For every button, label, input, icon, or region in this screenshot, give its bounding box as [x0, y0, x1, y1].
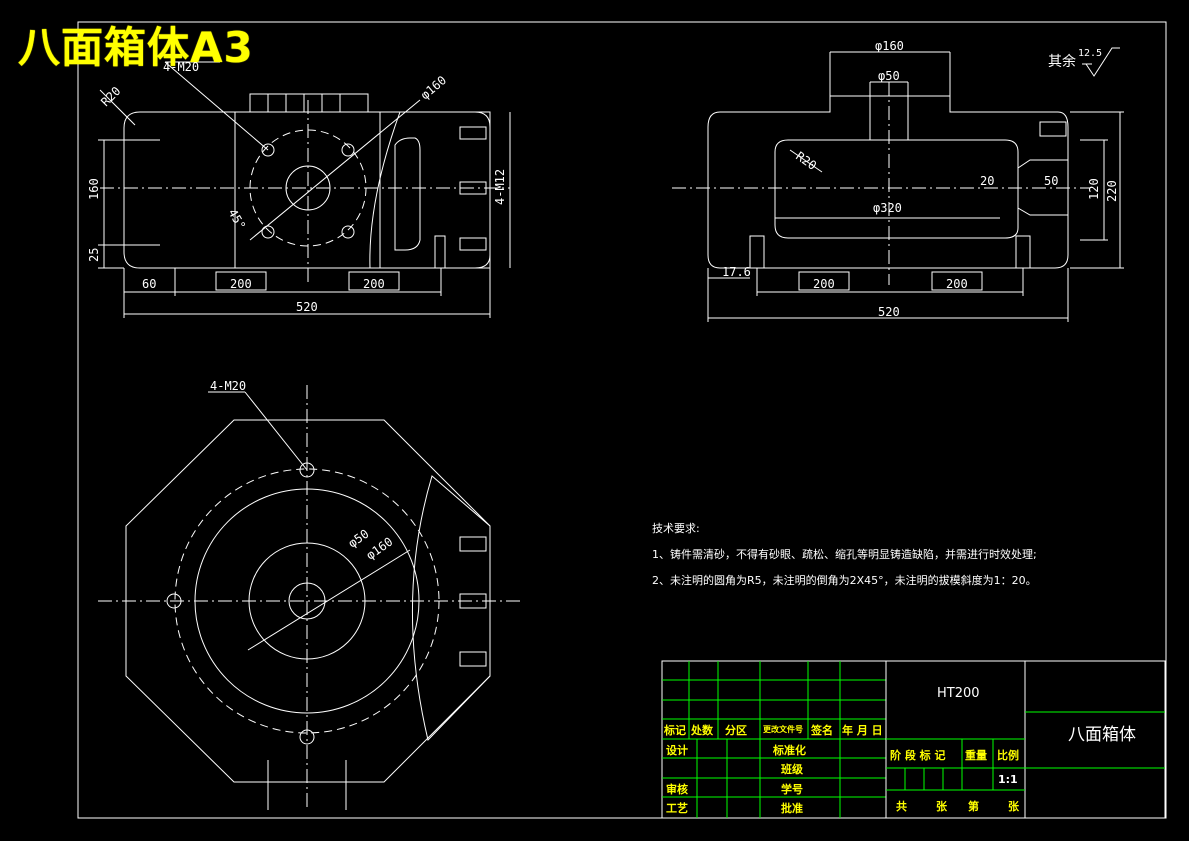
tb-h-sign: 签名: [811, 724, 833, 737]
tb-sheet-no: 第: [968, 800, 979, 813]
side-w200a: 200: [813, 277, 835, 291]
tb-scale: 1:1: [998, 773, 1018, 786]
tb-sheets-unit2: 张: [1008, 800, 1019, 813]
tb-part-name: 八面箱体: [1068, 725, 1136, 745]
side-d17: 17.6: [722, 265, 751, 279]
front-h160: 160: [87, 178, 101, 200]
front-h25: 25: [87, 248, 101, 262]
front-r20: R20: [98, 84, 123, 109]
front-w200a: 200: [230, 277, 252, 291]
side-roughness: 其余: [1048, 53, 1076, 70]
front-angle45: 45°: [225, 207, 248, 233]
top-view: 4-M20 φ50 φ160: [98, 379, 520, 810]
sheet-border: [77, 21, 1167, 819]
tb-h-date: 年 月 日: [842, 724, 883, 737]
tb-h-docno: 更改文件号: [763, 725, 803, 734]
tb-sheets-total: 共: [896, 800, 907, 813]
side-w520: 520: [878, 305, 900, 319]
front-m12: 4-M12: [493, 169, 507, 205]
tb-h-mark: 标记: [664, 724, 686, 737]
side-d50: 50: [1044, 174, 1058, 188]
side-phi160: φ160: [875, 39, 904, 53]
tb-process: 工艺: [666, 802, 688, 815]
title-block-grid: [661, 660, 1166, 819]
front-phi160: φ160: [418, 73, 449, 102]
tb-review: 审核: [666, 783, 688, 796]
top-m20: 4-M20: [210, 379, 246, 393]
front-w200b: 200: [363, 277, 385, 291]
front-view: R20 4-M20 φ160 45° 4-M12 160 25 60 200 2…: [87, 60, 511, 318]
tb-design: 设计: [666, 744, 688, 757]
tb-class: 班级: [781, 763, 803, 776]
side-w200b: 200: [946, 277, 968, 291]
tb-material: HT200: [937, 686, 980, 701]
side-h120: 120: [1087, 178, 1101, 200]
side-ra: 12.5: [1078, 48, 1102, 59]
side-view: φ160 φ50 其余 12.5 R20 20 50 120 220 φ320 …: [672, 39, 1124, 322]
side-d20: 20: [980, 174, 994, 188]
front-w60: 60: [142, 277, 156, 291]
side-h220: 220: [1105, 180, 1119, 202]
side-phi50: φ50: [878, 69, 900, 83]
tb-h-zone: 分区: [725, 724, 747, 737]
front-m20: 4-M20: [163, 60, 199, 74]
drawing-title: 八面箱体A3: [18, 23, 254, 72]
tb-weight: 重量: [965, 749, 987, 762]
tb-sheets-unit1: 张: [936, 800, 947, 813]
tb-ratio: 比例: [997, 749, 1019, 762]
top-phi50: φ50: [346, 527, 372, 551]
notes-line-1: 1、铸件需清砂，不得有砂眼、疏松、缩孔等明显铸造缺陷，并需进行时效处理;: [652, 548, 1037, 561]
tb-h-count: 处数: [691, 724, 713, 737]
front-w520: 520: [296, 300, 318, 314]
tb-approve: 批准: [781, 802, 803, 815]
side-phi320: φ320: [873, 201, 902, 215]
tb-standard: 标准化: [773, 744, 806, 757]
side-r20: R20: [793, 149, 819, 173]
notes-line-2: 2、未注明的圆角为R5，未注明的倒角为2X45°，未注明的拔模斜度为1：20。: [652, 574, 1037, 587]
notes-heading: 技术要求:: [652, 522, 700, 535]
tb-stage-mark: 阶 段 标 记: [890, 749, 946, 762]
tb-student-no: 学号: [781, 783, 803, 796]
technical-requirements: 技术要求: 1、铸件需清砂，不得有砂眼、疏松、缩孔等明显铸造缺陷，并需进行时效处…: [652, 516, 1037, 594]
